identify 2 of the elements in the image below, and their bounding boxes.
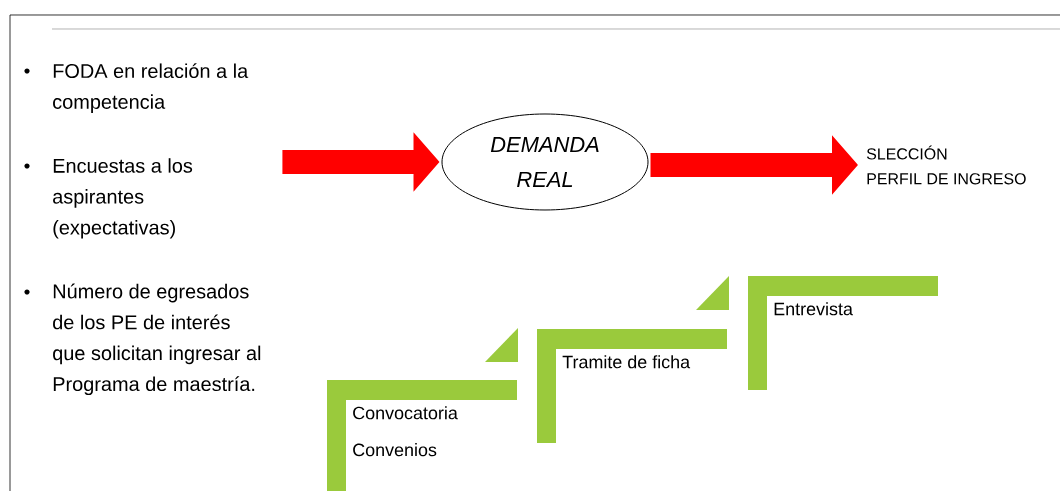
bullet-list: FODA en relación a la competencia Encuestas a los aspirantes (expectativas) Número de egresados de los PE de interés que solicitan ingresar al Programa de maestría. [53,63,261,396]
result-text: SLECCIÓN PERFIL DE INGRESO [866,145,1026,185]
